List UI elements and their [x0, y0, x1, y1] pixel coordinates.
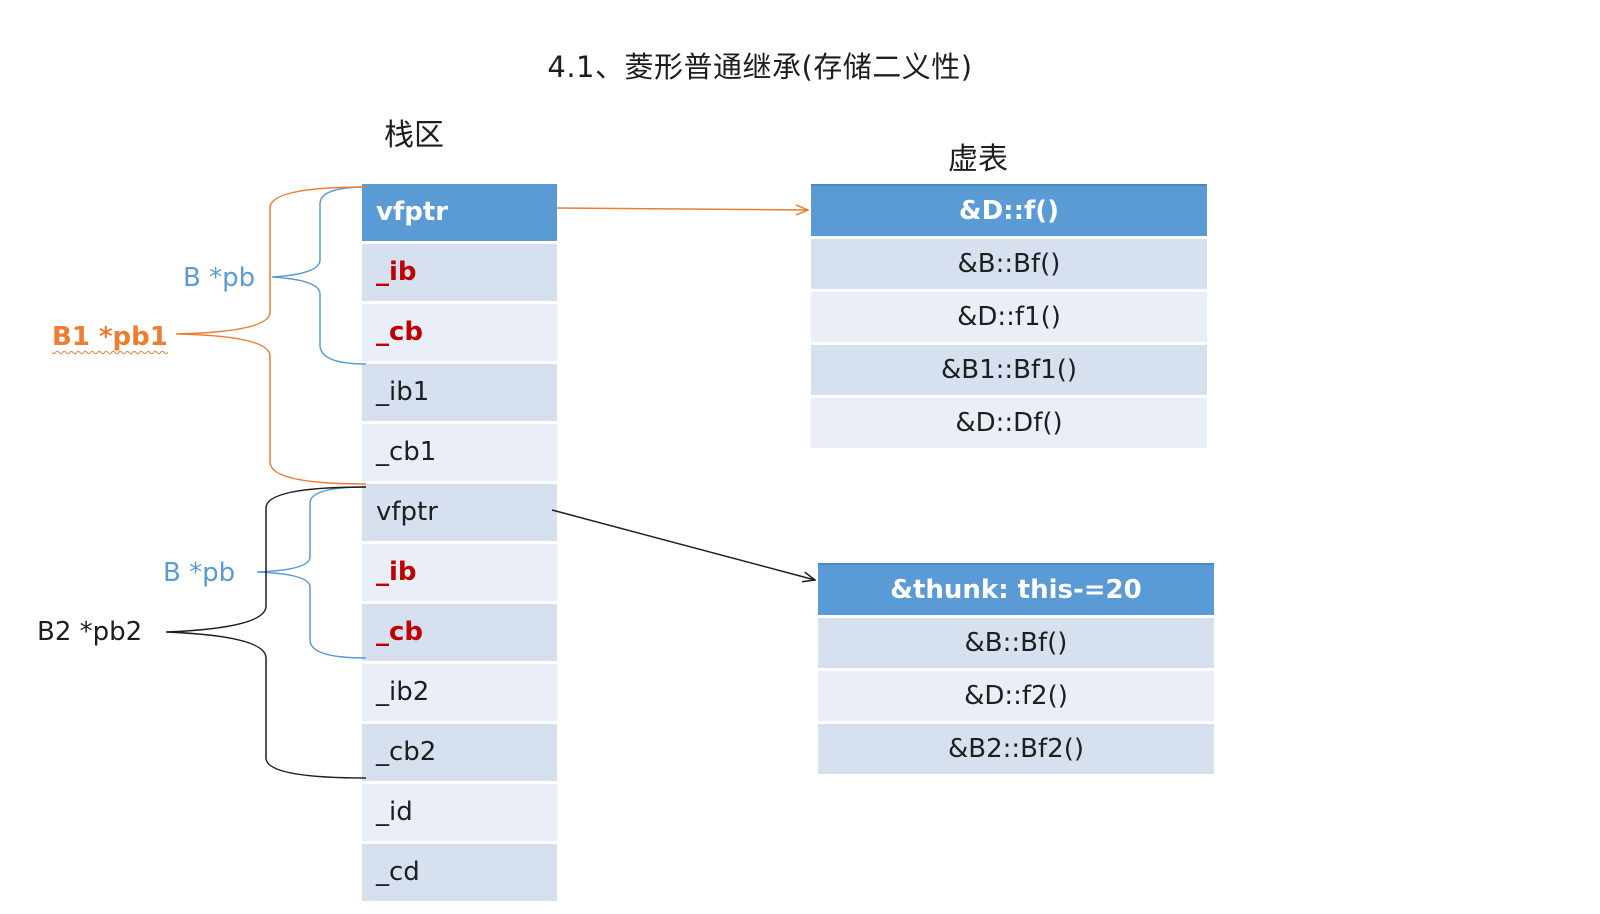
stack-cell-cb1: _cb1	[362, 424, 557, 481]
pointer-label-b-pb-bottom: B *pb	[163, 558, 236, 588]
vtable-b2-entry: &D::f2()	[818, 671, 1214, 721]
vtable-b1-entry: &D::f()	[811, 184, 1207, 236]
page-title: 4.1、菱形普通继承(存储二义性)	[547, 50, 973, 84]
vfptr-arrow-b1	[555, 208, 808, 210]
stack-cell-cb-b2: _cb	[362, 604, 557, 661]
vtable-b1-entry: &B1::Bf1()	[811, 345, 1207, 395]
vtable-b2-entry: &B2::Bf2()	[818, 724, 1214, 774]
brace-b-pb-bottom	[256, 486, 367, 659]
vtable-b2-entry: &B::Bf()	[818, 618, 1214, 668]
brace-b2-pb2	[165, 486, 367, 779]
stack-memory-layout: vfptr _ib _cb _ib1 _cb1 vfptr _ib _cb _i…	[362, 184, 557, 904]
stack-heading: 栈区	[384, 118, 444, 153]
stack-cell-cd: _cd	[362, 844, 557, 901]
stack-cell-vfptr-b2: vfptr	[362, 484, 557, 541]
stack-cell-vfptr-b1: vfptr	[362, 184, 557, 241]
vtable-b2-entry: &thunk: this-=20	[818, 563, 1214, 615]
pointer-label-b2-pb2: B2 *pb2	[37, 617, 143, 647]
brace-b-pb-top	[271, 186, 367, 365]
stack-cell-ib-b1: _ib	[362, 244, 557, 301]
stack-cell-ib2: _ib2	[362, 664, 557, 721]
stack-cell-id: _id	[362, 784, 557, 841]
stack-cell-ib1: _ib1	[362, 364, 557, 421]
pointer-label-b-pb-top: B *pb	[183, 263, 256, 293]
vtable-b2: &thunk: this-=20 &B::Bf() &D::f2() &B2::…	[818, 563, 1214, 777]
pointer-label-b1-pb1: B1 *pb1	[52, 322, 168, 352]
vtable-b1-entry: &D::f1()	[811, 292, 1207, 342]
vtable-b1-entry: &D::Df()	[811, 398, 1207, 448]
stack-cell-ib-b2: _ib	[362, 544, 557, 601]
vtable-b1-entry: &B::Bf()	[811, 239, 1207, 289]
vtable-b1: &D::f() &B::Bf() &D::f1() &B1::Bf1() &D:…	[811, 184, 1207, 451]
vfptr-arrow-b2	[551, 509, 815, 580]
stack-cell-cb-b1: _cb	[362, 304, 557, 361]
stack-cell-cb2: _cb2	[362, 724, 557, 781]
vtable-heading: 虚表	[948, 142, 1008, 177]
brace-b1-pb1	[175, 186, 367, 485]
